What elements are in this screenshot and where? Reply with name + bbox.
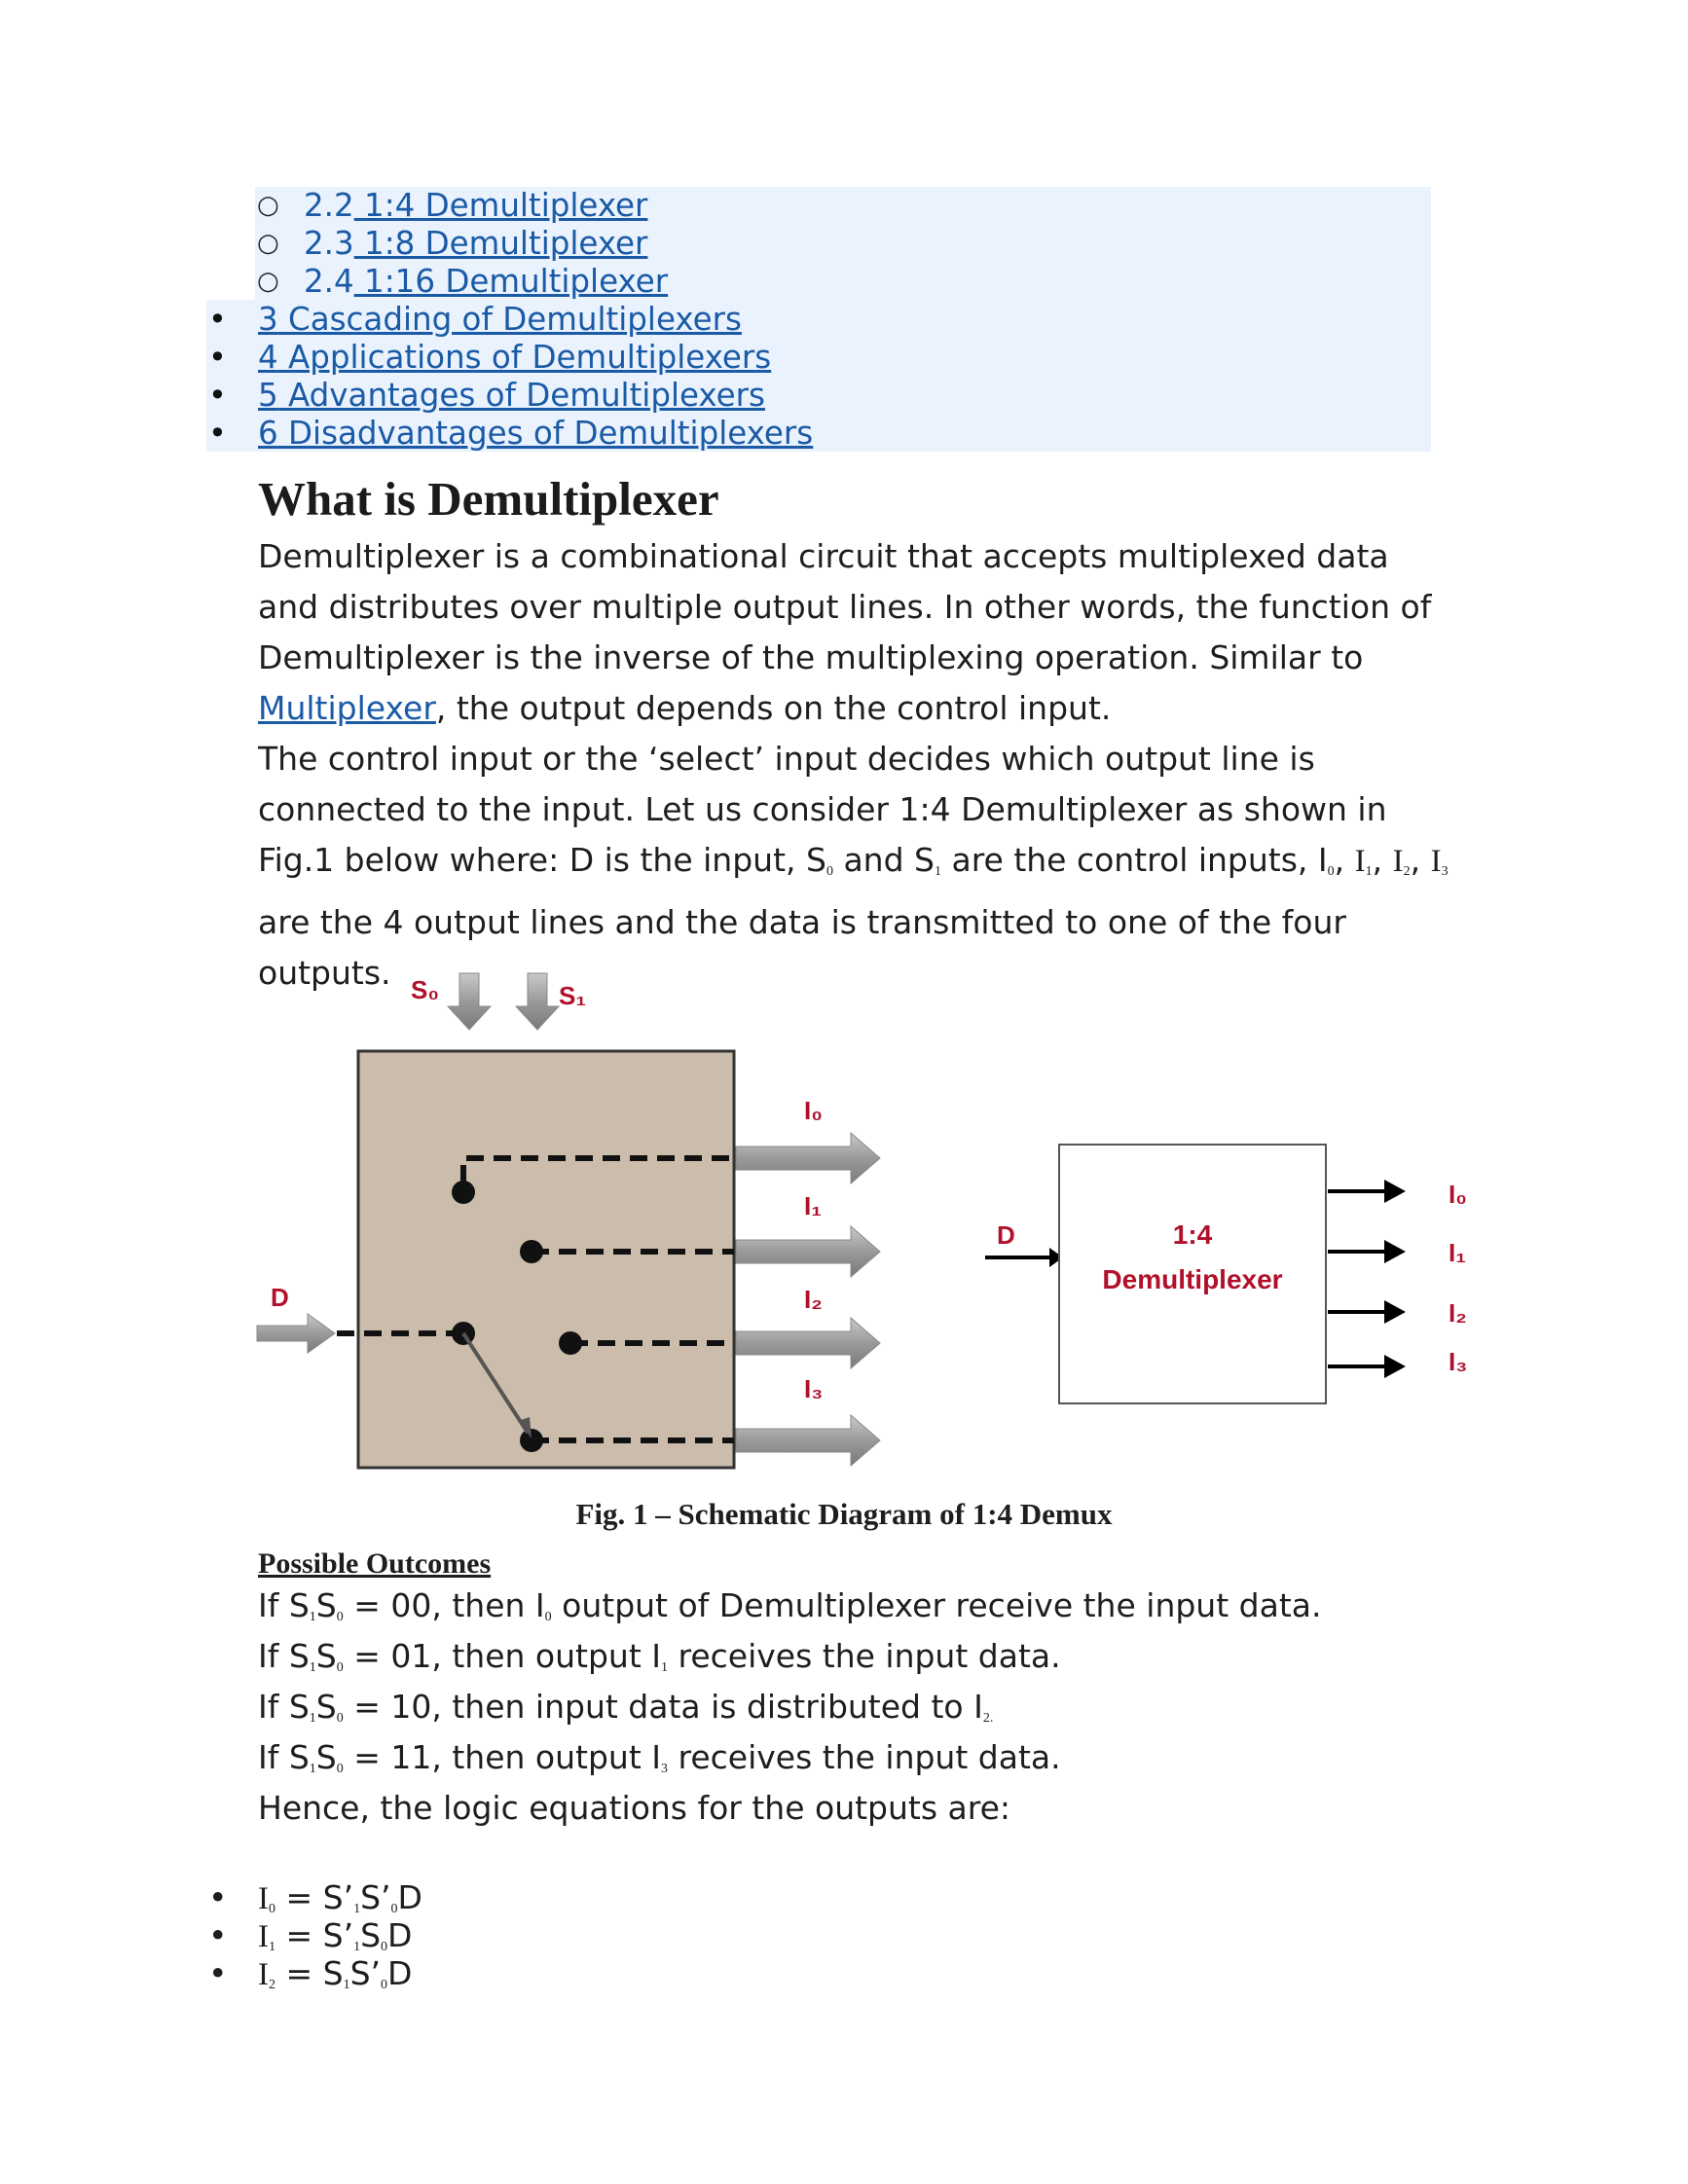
table-of-contents: ○ 2.2 1:4 Demultiplexer ○ 2.3 1:8 Demult… xyxy=(206,187,1433,453)
figure-caption: Fig. 1 – Schematic Diagram of 1:4 Demux xyxy=(575,1497,1113,1531)
toc-link-num[interactable]: 5 xyxy=(258,377,278,414)
toc-highlight-left xyxy=(206,300,257,452)
intro-paragraph-2: The control input or the ‘select’ input … xyxy=(258,740,1449,992)
toc-item-2-2[interactable]: ○ 2.2 1:4 Demultiplexer xyxy=(257,187,648,224)
toc-link-num[interactable]: 3 xyxy=(258,301,278,338)
svg-text:I₂: I₂ xyxy=(1449,1298,1467,1328)
switch-box xyxy=(356,1049,736,1470)
switch-lever xyxy=(461,1331,530,1435)
disc-bullet-icon: • xyxy=(208,339,227,376)
svg-text:D: D xyxy=(271,1283,289,1312)
circle-bullet-icon: ○ xyxy=(257,191,279,220)
svg-text:I₂: I₂ xyxy=(804,1285,823,1314)
svg-text:I₀: I₀ xyxy=(1449,1180,1467,1209)
hence-text: Hence, the logic equations for the outpu… xyxy=(258,1789,1011,1827)
toc-item-3[interactable]: • 3 Cascading of Demultiplexers xyxy=(206,301,1433,339)
circle-bullet-icon: ○ xyxy=(257,267,279,296)
toc-link[interactable]: Disadvantages of Demultiplexers xyxy=(277,415,814,452)
circle-bullet-icon: ○ xyxy=(257,229,279,258)
disc-bullet-icon: • xyxy=(208,377,227,414)
intro-paragraph-1: Demultiplexer is a combinational circuit… xyxy=(258,537,1432,727)
disc-bullet-icon: • xyxy=(208,1954,228,1992)
toc-item-6[interactable]: • 6 Disadvantages of Demultiplexers xyxy=(206,415,1433,453)
output-arrows: I₀ I₁ I₂ I₃ xyxy=(735,1096,881,1468)
section-heading: What is Demultiplexer xyxy=(258,472,719,526)
svg-text:1:4: 1:4 xyxy=(1173,1219,1213,1250)
toc-item-5[interactable]: • 5 Advantages of Demultiplexers xyxy=(206,377,1433,415)
s0-label: S₀ xyxy=(411,975,439,1004)
demux-schematic-figure: S₀ S₁ D I₀ I₁ I₂ I₃ D xyxy=(256,972,1467,1470)
outcome-line-2: If S1S0 = 01, then output I1 receives th… xyxy=(258,1637,1061,1675)
disc-bullet-icon: • xyxy=(208,301,227,338)
outcome-line-4: If S1S0 = 11, then output I3 receives th… xyxy=(258,1738,1061,1776)
toc-item-4[interactable]: • 4 Applications of Demultiplexers xyxy=(206,339,1433,377)
toc-link-num[interactable]: 4 xyxy=(258,339,278,376)
svg-text:D: D xyxy=(997,1220,1015,1250)
block-diagram: D 1:4 Demultiplexer I₀ I₁ I₂ I₃ xyxy=(985,1144,1467,1404)
svg-text:I₁: I₁ xyxy=(1449,1238,1466,1267)
svg-text:I₃: I₃ xyxy=(1449,1347,1467,1376)
outcome-line-1: If S1S0 = 00, then I0 output of Demultip… xyxy=(258,1586,1322,1624)
s1-label: S₁ xyxy=(559,981,586,1010)
svg-text:Demultiplexer: Demultiplexer xyxy=(1102,1264,1282,1294)
toc-link[interactable]: 1:4 Demultiplexer xyxy=(353,187,648,224)
toc-link[interactable]: Applications of Demultiplexers xyxy=(277,339,772,376)
svg-text:I₃: I₃ xyxy=(804,1374,823,1403)
disc-bullet-icon: • xyxy=(208,1916,228,1954)
toc-link[interactable]: Cascading of Demultiplexers xyxy=(277,301,742,338)
toc-link[interactable]: Advantages of Demultiplexers xyxy=(277,377,765,414)
outcome-line-3: If S1S0 = 10, then input data is distrib… xyxy=(258,1688,994,1726)
svg-text:I₀: I₀ xyxy=(804,1096,823,1125)
toc-link[interactable]: 1:8 Demultiplexer xyxy=(353,225,648,262)
outcomes-title: Possible Outcomes xyxy=(258,1547,492,1580)
multiplexer-link[interactable]: Multiplexer xyxy=(258,689,436,727)
toc-item-2-4[interactable]: ○ 2.4 1:16 Demultiplexer xyxy=(257,263,669,300)
disc-bullet-icon: • xyxy=(208,1878,228,1916)
input-d: D xyxy=(256,1283,336,1354)
select-arrows: S₀ S₁ xyxy=(411,972,586,1031)
switch-paths xyxy=(337,1155,734,1443)
toc-link-num[interactable]: 6 xyxy=(258,415,278,452)
toc-item-2-3[interactable]: ○ 2.3 1:8 Demultiplexer xyxy=(257,225,648,262)
toc-highlight xyxy=(255,187,1431,452)
toc-link[interactable]: 1:16 Demultiplexer xyxy=(353,263,669,300)
svg-text:I₁: I₁ xyxy=(804,1191,822,1220)
disc-bullet-icon: • xyxy=(208,415,227,452)
